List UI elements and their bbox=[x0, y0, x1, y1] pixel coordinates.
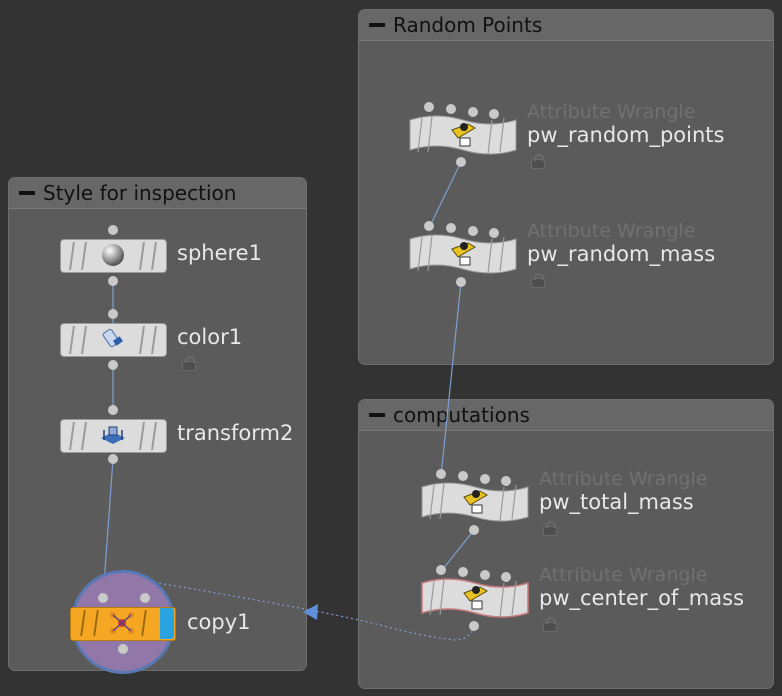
node-type-label: Attribute Wrangle bbox=[539, 468, 708, 490]
output-connector[interactable] bbox=[108, 360, 118, 370]
network-box-header[interactable]: Random Points bbox=[359, 10, 773, 41]
node-name[interactable]: copy1 bbox=[187, 610, 251, 634]
network-box-title: Random Points bbox=[393, 13, 543, 37]
input-connector-1[interactable] bbox=[436, 469, 446, 479]
color-icon bbox=[102, 328, 123, 348]
wrangle-icon bbox=[463, 586, 488, 610]
collapse-icon[interactable] bbox=[369, 413, 385, 417]
input-connector-2[interactable] bbox=[458, 567, 468, 577]
network-box-title: Style for inspection bbox=[43, 181, 237, 205]
input-connector[interactable] bbox=[108, 225, 118, 235]
collapse-icon[interactable] bbox=[369, 23, 385, 27]
input-connector-1[interactable] bbox=[424, 102, 434, 112]
lock-icon[interactable] bbox=[182, 356, 196, 371]
input-connector-1[interactable] bbox=[436, 565, 446, 575]
input-connector-1[interactable] bbox=[424, 221, 434, 231]
input-connector[interactable] bbox=[108, 405, 118, 415]
network-box-header[interactable]: Style for inspection bbox=[9, 178, 306, 209]
output-connector[interactable] bbox=[108, 276, 118, 286]
template-flag[interactable] bbox=[160, 608, 174, 639]
output-connector[interactable] bbox=[456, 157, 466, 167]
node-type-label: Attribute Wrangle bbox=[527, 101, 696, 123]
input-connector-2[interactable] bbox=[446, 223, 456, 233]
input-connector-2[interactable] bbox=[458, 471, 468, 481]
lock-icon[interactable] bbox=[531, 154, 545, 169]
transform-icon bbox=[101, 426, 125, 444]
input-connector-3[interactable] bbox=[480, 570, 490, 580]
copy-icon bbox=[110, 612, 134, 634]
input-connector-3[interactable] bbox=[468, 226, 478, 236]
lock-icon[interactable] bbox=[531, 273, 545, 288]
node-name[interactable]: pw_random_mass bbox=[527, 242, 716, 266]
node-name[interactable]: pw_random_points bbox=[527, 123, 725, 147]
node-name[interactable]: transform2 bbox=[177, 421, 294, 445]
node-name[interactable]: sphere1 bbox=[177, 241, 262, 265]
lock-icon[interactable] bbox=[543, 521, 557, 536]
lock-icon[interactable] bbox=[543, 617, 557, 632]
output-connector[interactable] bbox=[118, 644, 128, 654]
wire-points-mass bbox=[429, 161, 462, 227]
node-name[interactable]: color1 bbox=[177, 325, 243, 349]
input-connector-4[interactable] bbox=[489, 109, 499, 119]
input-connector[interactable] bbox=[108, 309, 118, 319]
collapse-icon[interactable] bbox=[19, 191, 35, 195]
input-connector-4[interactable] bbox=[501, 476, 511, 486]
input-connector-left[interactable] bbox=[98, 593, 108, 603]
input-connector-3[interactable] bbox=[480, 474, 490, 484]
input-connector-4[interactable] bbox=[501, 572, 511, 582]
wire-arrow-icon bbox=[303, 604, 318, 620]
node-type-label: Attribute Wrangle bbox=[527, 220, 696, 242]
network-box-computations[interactable]: computations bbox=[358, 399, 774, 689]
wire-total-center bbox=[442, 529, 475, 570]
input-connector-right[interactable] bbox=[140, 593, 150, 603]
output-connector[interactable] bbox=[456, 277, 466, 287]
output-connector[interactable] bbox=[469, 525, 479, 535]
wire-mass-total bbox=[440, 281, 462, 477]
output-connector[interactable] bbox=[108, 454, 118, 464]
network-box-random-points[interactable]: Random Points bbox=[358, 9, 774, 365]
network-box-header[interactable]: computations bbox=[359, 400, 773, 431]
node-name[interactable]: pw_total_mass bbox=[539, 490, 694, 514]
wrangle-icon bbox=[451, 242, 476, 266]
node-type-label: Attribute Wrangle bbox=[539, 564, 708, 586]
input-connector-2[interactable] bbox=[446, 104, 456, 114]
input-connector-3[interactable] bbox=[468, 107, 478, 117]
sphere-icon bbox=[102, 244, 124, 266]
network-box-title: computations bbox=[393, 403, 530, 427]
node-name[interactable]: pw_center_of_mass bbox=[539, 586, 745, 610]
wrangle-icon bbox=[463, 490, 488, 514]
wrangle-icon bbox=[451, 123, 476, 147]
input-connector-4[interactable] bbox=[489, 228, 499, 238]
output-connector[interactable] bbox=[469, 621, 479, 631]
